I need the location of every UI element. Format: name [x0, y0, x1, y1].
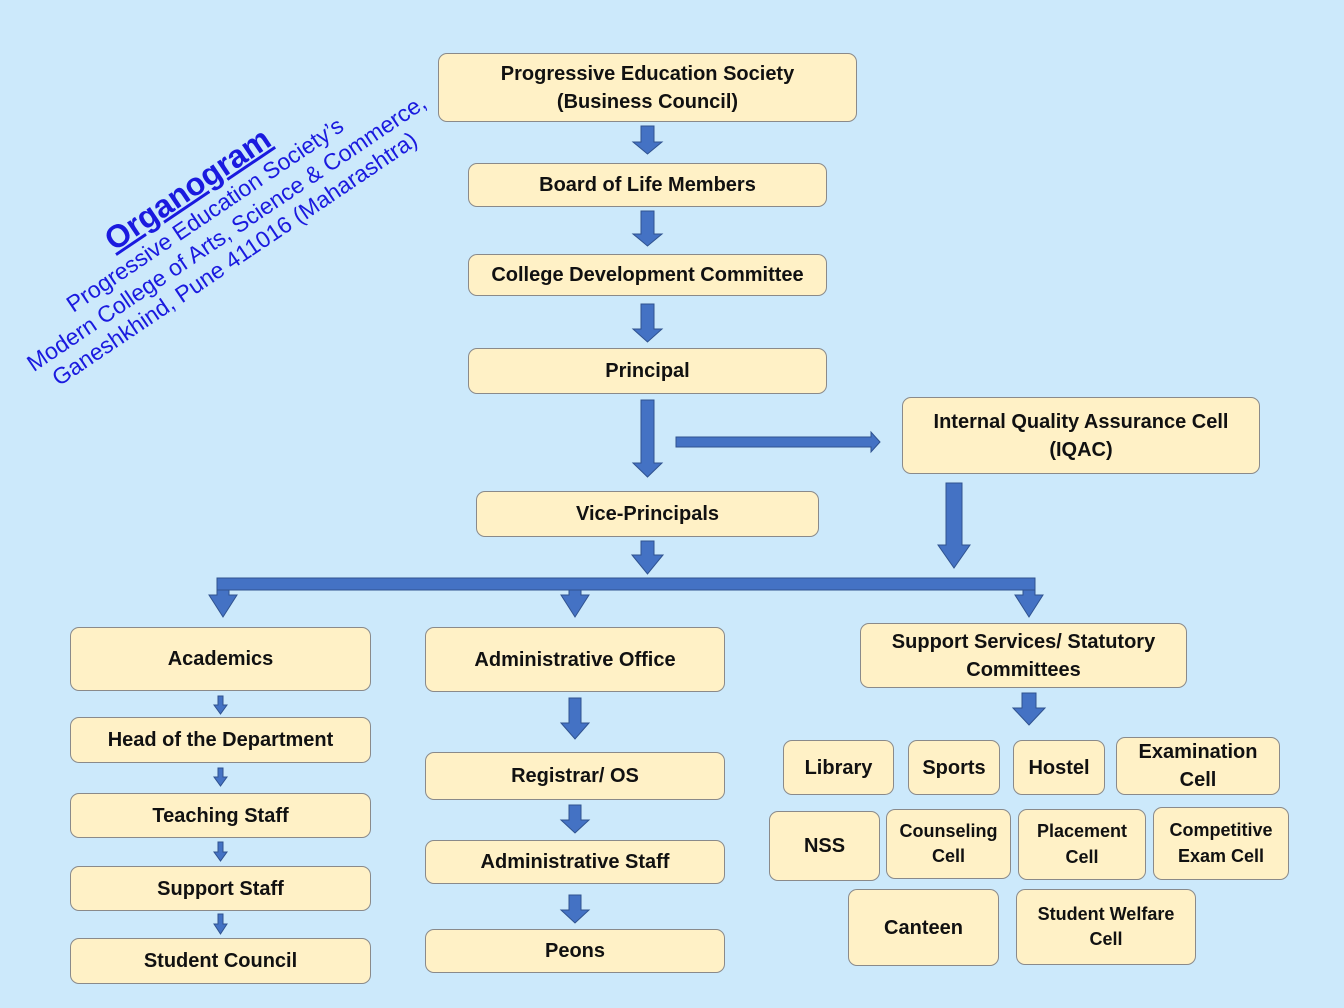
registrar-box: Registrar/ OS [425, 752, 725, 800]
down-arrow [631, 210, 664, 247]
pes-box: Progressive Education Society (Business … [438, 53, 857, 122]
vice-principals-box: Vice-Principals [476, 491, 819, 537]
counseling-cell-box: Counseling Cell [886, 809, 1011, 879]
competitive-exam-cell-box: Competitive Exam Cell [1153, 807, 1289, 880]
down-arrow [208, 589, 238, 618]
down-arrow [631, 303, 664, 343]
sports-box: Sports [908, 740, 1000, 795]
down-arrow [213, 767, 228, 787]
down-arrow [1011, 692, 1047, 726]
down-arrow [937, 482, 971, 569]
down-arrow [559, 894, 591, 924]
library-box: Library [783, 740, 894, 795]
principal-box: Principal [468, 348, 827, 394]
canteen-box: Canteen [848, 889, 999, 966]
peons-box: Peons [425, 929, 725, 973]
down-arrow [631, 125, 664, 155]
down-arrow [213, 841, 228, 862]
hostel-box: Hostel [1013, 740, 1105, 795]
down-arrow [213, 695, 228, 715]
down-arrow [630, 540, 665, 575]
examination-cell-box: Examination Cell [1116, 737, 1280, 795]
support-services-box: Support Services/ Statutory Committees [860, 623, 1187, 688]
administrative-staff-box: Administrative Staff [425, 840, 725, 884]
administrative-office-box: Administrative Office [425, 627, 725, 692]
cdc-box: College Development Committee [468, 254, 827, 296]
down-arrow [559, 697, 591, 740]
down-arrow [631, 399, 664, 478]
down-arrow [559, 804, 591, 834]
iqac-box: Internal Quality Assurance Cell (IQAC) [902, 397, 1260, 474]
nss-box: NSS [769, 811, 880, 881]
support-staff-box: Support Staff [70, 866, 371, 911]
down-arrow [1014, 589, 1044, 618]
teaching-staff-box: Teaching Staff [70, 793, 371, 838]
academics-box: Academics [70, 627, 371, 691]
right-arrow [675, 430, 881, 454]
placement-cell-box: Placement Cell [1018, 809, 1146, 880]
student-council-box: Student Council [70, 938, 371, 984]
board-box: Board of Life Members [468, 163, 827, 207]
hod-box: Head of the Department [70, 717, 371, 763]
down-arrow [560, 589, 590, 618]
student-welfare-cell-box: Student Welfare Cell [1016, 889, 1196, 965]
branch-bar [216, 577, 1036, 591]
down-arrow [213, 913, 228, 935]
